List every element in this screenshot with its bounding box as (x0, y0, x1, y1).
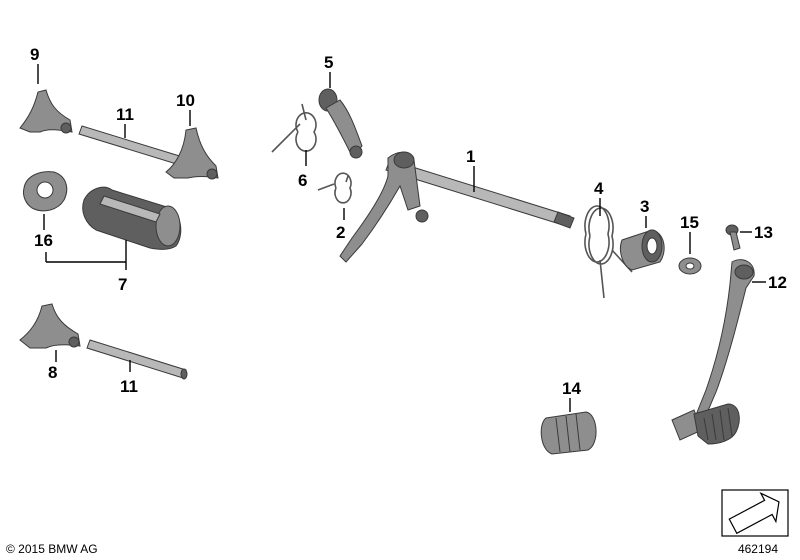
callout-6: 6 (298, 150, 307, 190)
callout-13: 13 (740, 223, 773, 242)
callout-11-upper: 11 (116, 105, 134, 138)
callout-9: 9 (30, 45, 39, 84)
callout-10: 10 (176, 91, 195, 126)
callout-16: 16 (34, 214, 53, 250)
part-spring-6 (271, 103, 317, 153)
callout-14: 14 (562, 379, 581, 412)
part-shift-fork-10 (165, 127, 219, 180)
svg-text:7: 7 (118, 275, 127, 294)
part-spring-2 (317, 172, 352, 204)
part-sleeve-3 (619, 229, 665, 271)
svg-text:14: 14 (562, 379, 581, 398)
svg-text:12: 12 (768, 273, 787, 292)
callout-3: 3 (640, 197, 649, 228)
orientation-arrow-icon (721, 489, 789, 537)
callout-2: 2 (336, 208, 345, 242)
callout-4: 4 (594, 179, 604, 216)
callout-8: 8 (48, 350, 57, 382)
part-shift-shaft-1 (339, 151, 575, 263)
part-shift-lever-12 (671, 259, 755, 445)
svg-text:13: 13 (754, 223, 773, 242)
part-shift-fork-8 (19, 303, 81, 349)
part-washer-15 (678, 257, 702, 275)
part-shift-drum-7 (82, 186, 182, 250)
svg-text:2: 2 (336, 223, 345, 242)
svg-text:11: 11 (120, 377, 138, 396)
part-fork-rod-11-upper (78, 125, 188, 168)
callout-7: 7 (45, 240, 127, 294)
callout-12: 12 (752, 273, 787, 292)
svg-text:4: 4 (594, 179, 604, 198)
svg-text:6: 6 (298, 171, 307, 190)
part-fork-rod-11-lower (86, 339, 188, 380)
part-shift-fork-9 (19, 89, 73, 134)
callout-11-lower: 11 (120, 360, 138, 396)
svg-text:1: 1 (466, 147, 475, 166)
callout-1: 1 (466, 147, 475, 192)
svg-text:10: 10 (176, 91, 195, 110)
callout-15: 15 (680, 213, 699, 254)
callout-5: 5 (324, 53, 333, 88)
copyright-text: © 2015 BMW AG (6, 542, 98, 556)
svg-text:8: 8 (48, 363, 57, 382)
part-plate-16 (23, 171, 68, 212)
svg-text:16: 16 (34, 231, 53, 250)
svg-text:5: 5 (324, 53, 333, 72)
diagram-reference-number: 462194 (737, 542, 778, 556)
part-footrest-rubber-14 (540, 411, 597, 455)
svg-text:9: 9 (30, 45, 39, 64)
part-pawl-5 (318, 88, 363, 159)
part-return-spring-4 (584, 205, 633, 299)
svg-text:15: 15 (680, 213, 699, 232)
svg-text:3: 3 (640, 197, 649, 216)
part-bolt-13 (725, 224, 741, 251)
svg-text:11: 11 (116, 105, 134, 124)
